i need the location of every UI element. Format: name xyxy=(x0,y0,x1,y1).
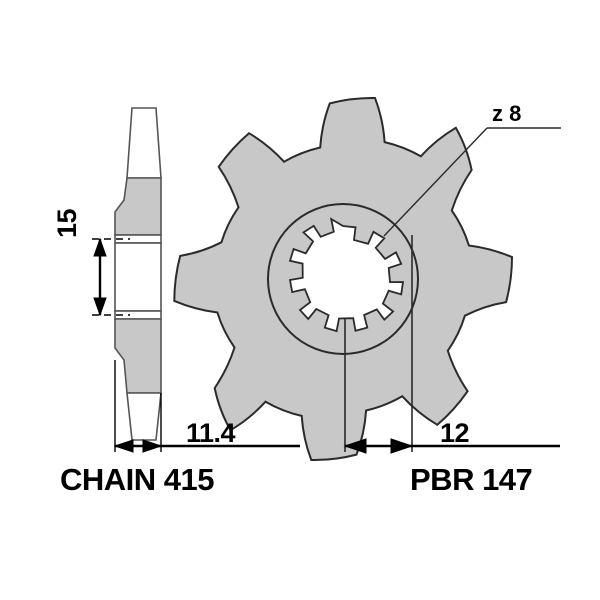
dimension-bore-12 xyxy=(343,438,560,454)
label-bore-12: 12 xyxy=(440,418,470,448)
side-hub-section xyxy=(114,242,162,312)
side-lower-body xyxy=(114,318,162,394)
label-width-11-4: 11.4 xyxy=(186,418,236,448)
arrow-114-right xyxy=(142,439,163,453)
arrow-12-right xyxy=(390,438,414,454)
side-lower-tooth-tip xyxy=(126,392,162,441)
arrow-15-down xyxy=(93,297,107,317)
arrow-114-left xyxy=(113,439,134,453)
splined-bore xyxy=(288,217,405,333)
side-section-view xyxy=(114,107,162,441)
dimension-width-11-4 xyxy=(113,360,300,453)
label-chain-type: CHAIN 415 xyxy=(60,462,215,497)
leader-line-z8-diagonal xyxy=(383,127,488,237)
side-upper-tooth-tip xyxy=(126,107,162,179)
label-part-number: PBR 147 xyxy=(410,462,533,497)
label-thickness-15: 15 xyxy=(52,208,82,238)
label-splines-z8: z 8 xyxy=(492,101,522,126)
dimension-thickness-15 xyxy=(92,237,130,317)
hub-boss-circle xyxy=(267,203,419,355)
arrow-12-left xyxy=(343,438,367,454)
leader-line-z8 xyxy=(383,127,561,237)
side-upper-body xyxy=(114,177,162,236)
front-view xyxy=(173,96,514,462)
arrow-15-up xyxy=(93,237,107,257)
